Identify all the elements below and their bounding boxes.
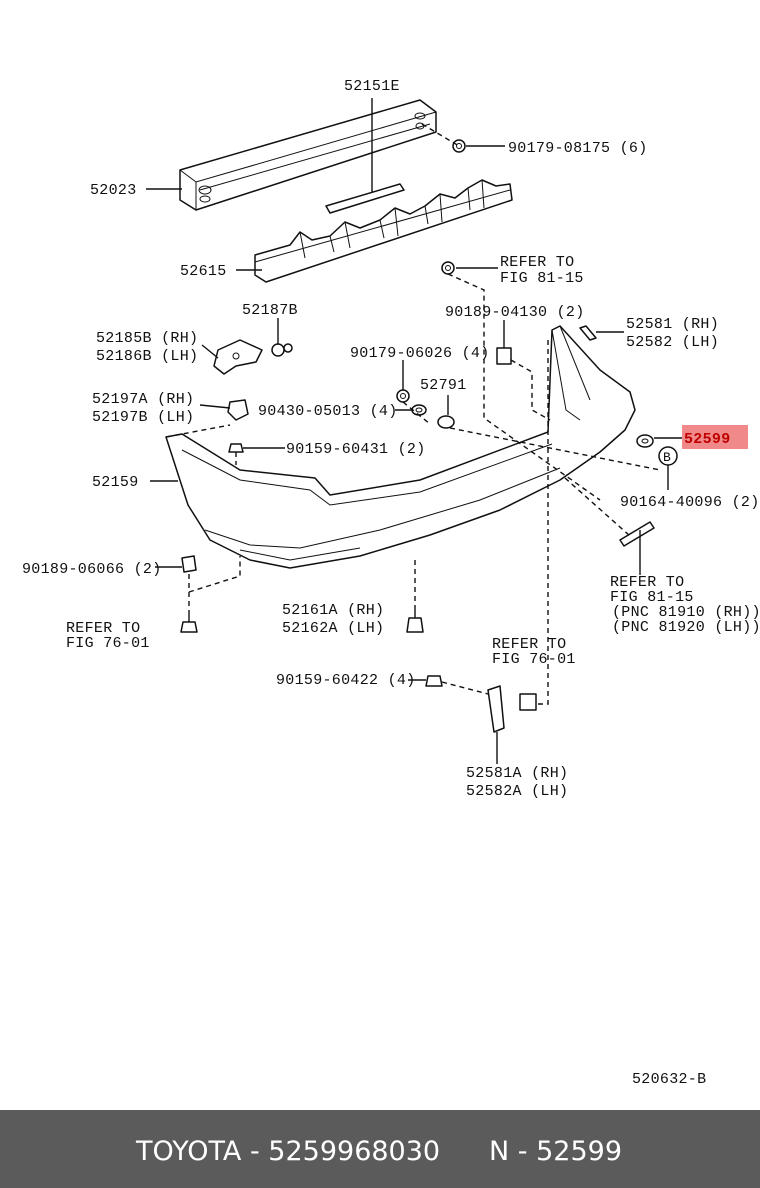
label-52197a: 52197A (RH): [92, 391, 194, 408]
nut-refer-76-01: [519, 693, 537, 711]
dashed-lines: [165, 123, 661, 705]
label-52599: 52599: [684, 431, 731, 448]
label-diagram-code: 520632-B: [632, 1071, 706, 1088]
screw-90159-60431: [228, 443, 244, 453]
label-52187b: 52187B: [242, 302, 298, 319]
label-90189-06066: 90189-06066 (2): [22, 561, 162, 578]
label-52023: 52023: [90, 182, 137, 199]
bracket-52581a: [487, 685, 505, 733]
footer-bar: TOYOTA - 5259968030 N - 52599: [0, 1110, 760, 1188]
washer-90430-05013: [411, 404, 427, 416]
label-refer-76-01-a1: REFER TO: [66, 620, 140, 637]
parts-diagram: 52151E 90179-08175 (6) 52023 52615 REFER…: [22, 78, 760, 1088]
label-52161a: 52161A (RH): [282, 602, 384, 619]
label-refer-81-15-b2: FIG 81-15: [610, 589, 694, 606]
leader-lines: [146, 145, 682, 764]
label-refer-81-15-a1: REFER TO: [500, 254, 574, 271]
label-52582a: 52582A (LH): [466, 783, 568, 800]
label-refer-81-15-b1: REFER TO: [610, 574, 684, 591]
label-refer-76-01-b1: REFER TO: [492, 636, 566, 653]
bumper-cover-52159: [165, 325, 636, 569]
highlight-52599: [682, 425, 748, 449]
label-52615: 52615: [180, 263, 227, 280]
label-52582-lh: 52582 (LH): [626, 334, 719, 351]
label-90164-40096: 90164-40096 (2): [620, 494, 760, 511]
label-90179-08175: 90179-08175 (6): [508, 140, 648, 157]
label-refer-81-15-a2: FIG 81-15: [500, 270, 584, 287]
grommet-52599: [636, 434, 654, 448]
label-52581a: 52581A (RH): [466, 765, 568, 782]
label-52151e: 52151E: [344, 78, 400, 95]
label-90179-06026: 90179-06026 (4): [350, 345, 490, 362]
clip-refer-81-15: [441, 261, 455, 275]
screw-90159-60422: [425, 675, 443, 687]
bracket-52197a: [227, 399, 249, 421]
callout-b-circle: [658, 446, 678, 466]
label-pnc-81910: (PNC 81910 (RH)): [612, 604, 760, 621]
nut-90189-06066: [181, 555, 197, 573]
label-refer-76-01-a2: FIG 76-01: [66, 635, 150, 652]
callout-b: B: [663, 450, 671, 465]
reinforcement-52023: [179, 99, 437, 211]
label-90430-05013: 90430-05013 (4): [258, 403, 398, 420]
label-52185b: 52185B (RH): [96, 330, 198, 347]
part-labels: 52151E 90179-08175 (6) 52023 52615 REFER…: [22, 78, 760, 1088]
label-refer-76-01-b2: FIG 76-01: [492, 651, 576, 668]
label-90159-60422: 90159-60422 (4): [276, 672, 416, 689]
absorber-52615: [254, 179, 513, 283]
label-52581-rh: 52581 (RH): [626, 316, 719, 333]
bracket-52185b: [213, 339, 263, 375]
label-90189-04130: 90189-04130 (2): [445, 304, 585, 321]
label-52186b: 52186B (LH): [96, 348, 198, 365]
label-52197b: 52197B (LH): [92, 409, 194, 426]
bolt-refer-76-01: [180, 612, 198, 633]
screw-52161a: [406, 606, 424, 633]
label-52159: 52159: [92, 474, 139, 491]
label-90159-60431: 90159-60431 (2): [286, 441, 426, 458]
label-52162a: 52162A (LH): [282, 620, 384, 637]
clip-90179-06026: [396, 389, 410, 403]
clip-52581: [579, 325, 597, 341]
nut-90189-04130: [496, 347, 512, 365]
footer-pnc: N - 52599: [489, 1136, 622, 1167]
label-52791: 52791: [420, 377, 467, 394]
label-pnc-81920: (PNC 81920 (LH)): [612, 619, 760, 636]
grommet-52791: [437, 395, 455, 429]
strip-52151e: [325, 183, 405, 214]
clip-52187b: [271, 343, 293, 357]
retainer-81-15: [619, 521, 655, 547]
clip-90179-08175: [452, 139, 466, 153]
footer-part-number: TOYOTA - 5259968030: [136, 1136, 441, 1167]
